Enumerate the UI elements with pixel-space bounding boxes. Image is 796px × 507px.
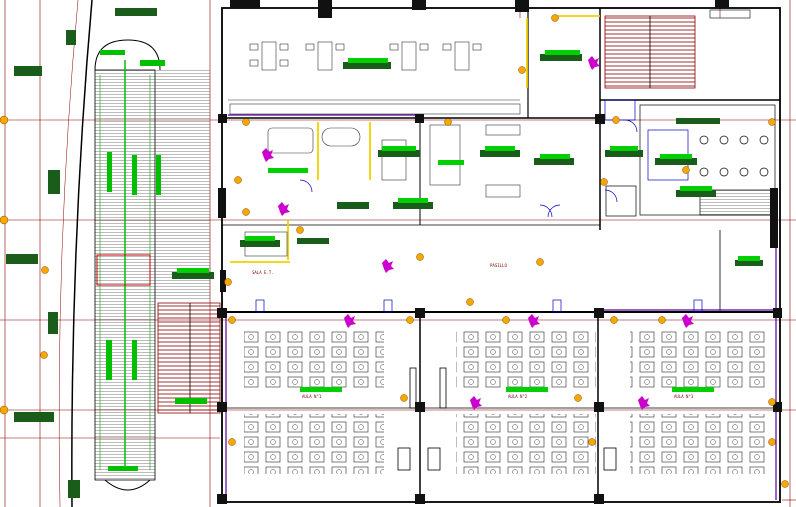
columns [217,0,782,504]
left-stair [157,302,221,414]
right-dimension [782,0,796,507]
room-tags [172,50,763,392]
curved-corridor [58,0,210,507]
top-stair [604,9,751,89]
label-classroom-2: AULA N°2 [508,394,528,399]
door-swings [255,119,703,313]
middle-offices [244,124,521,257]
classroom-seating [244,330,770,474]
highlight-walls [230,15,600,263]
column-markers [0,14,789,488]
tag-blocks [6,8,157,498]
label-classroom-3: AULA N°3 [674,394,694,399]
upper-office-furniture [228,41,521,115]
plant-symbols [262,56,694,410]
partitions [225,114,777,500]
label-classroom-1: AULA N°1 [302,394,322,399]
label-pasillo: PASILLO [490,263,507,268]
label-sala: SALA E.T. [252,270,274,275]
corridor-labels [100,50,165,471]
